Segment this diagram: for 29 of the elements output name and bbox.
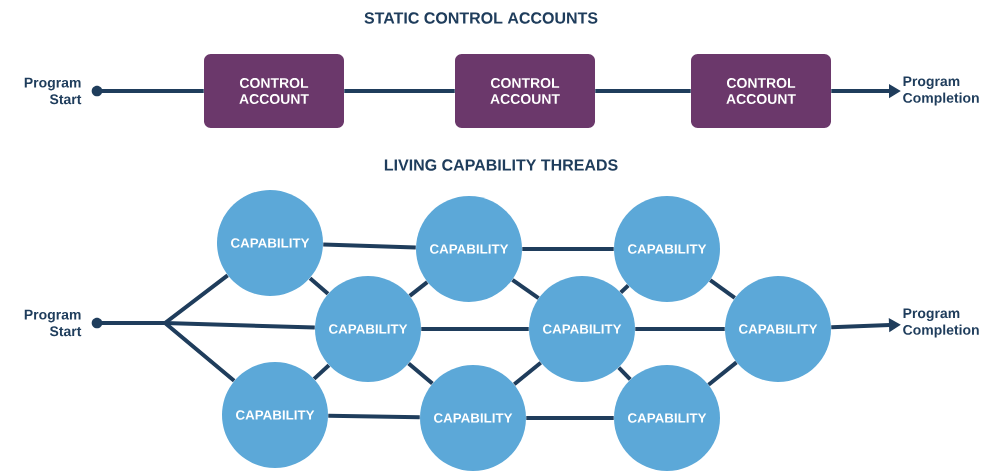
connector-line xyxy=(709,278,736,300)
connector-line xyxy=(635,327,725,331)
control-account-box: CONTROL ACCOUNT xyxy=(455,54,595,128)
connector-line xyxy=(619,284,630,294)
connector-line xyxy=(595,89,691,93)
start-label: Program Start xyxy=(24,77,82,105)
end-label: Program Completion xyxy=(903,76,979,106)
section-heading: STATIC CONTROL ACCOUNTS xyxy=(364,12,598,24)
section-heading: LIVING CAPABILITY THREADS xyxy=(384,159,618,171)
end-label: Program Completion xyxy=(903,308,979,338)
connector-line xyxy=(526,416,614,420)
connector-line xyxy=(421,327,529,331)
connector-line xyxy=(522,247,614,251)
start-label: Program Start xyxy=(24,309,82,337)
connector-line xyxy=(513,361,542,386)
connector-line xyxy=(707,360,738,387)
connector-line xyxy=(344,89,455,93)
connector-line xyxy=(97,321,236,383)
connector-line xyxy=(617,366,632,381)
connector-line xyxy=(511,278,540,300)
connector-line xyxy=(97,89,204,93)
connector-line xyxy=(328,413,420,420)
connector-line xyxy=(323,242,416,250)
connector-line xyxy=(312,363,331,381)
connector-line xyxy=(407,361,434,386)
control-account-box: CONTROL ACCOUNT xyxy=(204,54,344,128)
connector-line xyxy=(308,276,330,296)
connector-line xyxy=(408,280,429,298)
control-account-box: CONTROL ACCOUNT xyxy=(691,54,831,128)
